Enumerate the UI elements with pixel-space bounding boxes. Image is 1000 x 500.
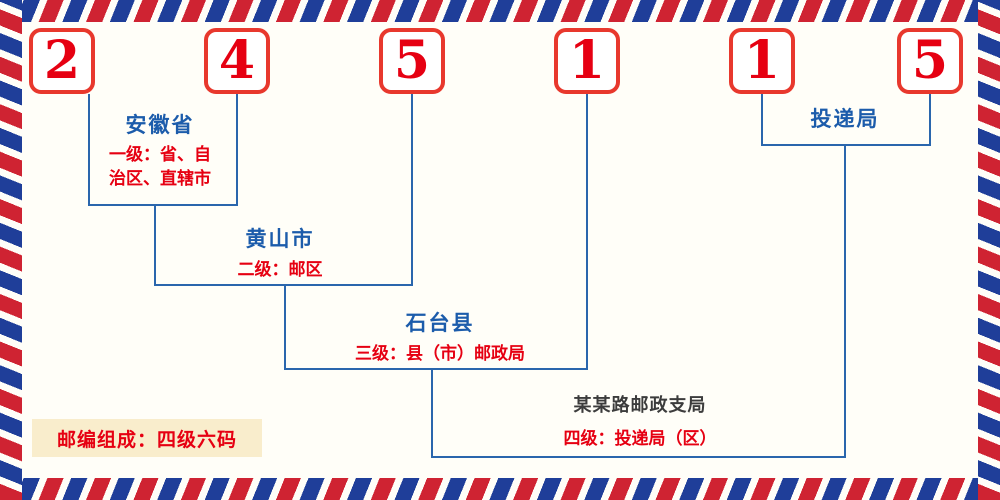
connector-line <box>761 94 763 146</box>
connector-line <box>761 144 931 146</box>
level3-name: 石台县 <box>405 311 475 335</box>
level4-desc: 四级：投递局（区） <box>563 429 717 450</box>
composition-label: 邮编组成：四级六码 <box>32 419 262 457</box>
digit-box-1: 2 <box>29 28 95 94</box>
digit-2: 4 <box>218 30 256 91</box>
digit-box-5: 1 <box>729 28 795 94</box>
delivery-office-label: 投递局 <box>772 106 918 133</box>
connector-line <box>431 369 433 458</box>
digit-box-2: 4 <box>204 28 270 94</box>
connector-line <box>431 456 846 458</box>
connector-line <box>929 94 931 146</box>
connector-line <box>88 204 238 206</box>
connector-line <box>284 285 286 370</box>
level1-name: 安徽省 <box>125 113 195 137</box>
connector-line <box>586 94 588 370</box>
level1-province-label: 安徽省 一级：省、自 治区、直辖市 <box>72 112 248 192</box>
connector-line <box>154 284 413 286</box>
digit-box-6: 5 <box>897 28 963 94</box>
airmail-border-left <box>0 0 22 500</box>
digit-6: 5 <box>911 30 949 91</box>
digit-1: 2 <box>43 30 81 91</box>
connector-line <box>284 368 588 370</box>
level2-desc: 二级：邮区 <box>237 260 323 281</box>
connector-line <box>88 94 90 206</box>
level2-name: 黄山市 <box>245 227 315 251</box>
level3-desc: 三级：县（市）邮政局 <box>355 344 525 365</box>
level1-desc-line2: 治区、直辖市 <box>109 169 211 190</box>
digit-5: 1 <box>743 30 781 91</box>
airmail-border-right <box>978 0 1000 500</box>
digit-3: 5 <box>393 30 431 91</box>
level1-desc-line1: 一级：省、自 <box>109 145 211 166</box>
digit-box-3: 5 <box>379 28 445 94</box>
level3-county-label: 石台县 三级：县（市）邮政局 <box>330 310 550 367</box>
level4-branch-label: 某某路邮政支局 四级：投递局（区） <box>505 394 775 452</box>
connector-line <box>154 205 156 286</box>
digit-4: 1 <box>568 30 606 91</box>
connector-line <box>236 94 238 206</box>
airmail-border-top <box>0 0 1000 22</box>
delivery-office-name: 投递局 <box>810 107 880 131</box>
airmail-border-bottom <box>0 478 1000 500</box>
connector-line <box>411 94 413 286</box>
connector-line <box>844 145 846 458</box>
level2-city-label: 黄山市 二级：邮区 <box>190 226 370 283</box>
digit-box-4: 1 <box>554 28 620 94</box>
level4-name: 某某路邮政支局 <box>573 395 707 416</box>
